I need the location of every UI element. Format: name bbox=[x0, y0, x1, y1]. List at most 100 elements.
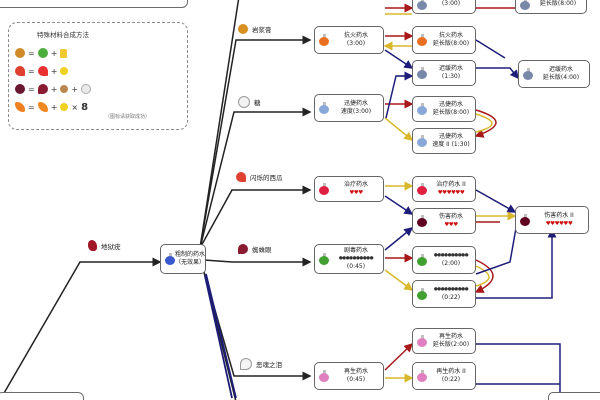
awkward-bottle-icon bbox=[165, 253, 175, 265]
node-fire-resistance[interactable]: 抗火药水(3:00) bbox=[314, 26, 384, 54]
poison-ext-bottle-icon bbox=[417, 254, 427, 266]
fire-bottle-icon bbox=[319, 34, 329, 46]
node-poison-2[interactable]: ●●●●●●●●●●(0:22) bbox=[412, 280, 476, 308]
slowness-bottle-icon bbox=[417, 67, 427, 79]
node-bottom-right bbox=[548, 392, 600, 400]
glistering-melon-icon bbox=[15, 66, 25, 76]
fan-line-sugar bbox=[199, 107, 312, 249]
ingredient-sugar: 糖 bbox=[238, 96, 261, 108]
legend-row-3: = + + bbox=[15, 81, 92, 97]
golden-carrot-icon bbox=[15, 102, 25, 112]
swift-glowstone bbox=[384, 117, 414, 141]
node-swiftness-ext[interactable]: 迅捷药水延长版(8:00) bbox=[412, 96, 476, 122]
poison-bottle-icon bbox=[319, 253, 329, 265]
node-regen-2[interactable]: 再生药水 II(0:22) bbox=[412, 362, 476, 390]
legend-row-4: = + × 8 bbox=[15, 99, 88, 115]
node-healing[interactable]: 治疗药水♥♥♥ bbox=[314, 176, 384, 202]
nether-wart-icon bbox=[88, 240, 97, 251]
fan-line-navy-1 bbox=[204, 275, 233, 399]
top-frame bbox=[0, 0, 188, 8]
node-healing-2[interactable]: 治疗药水 II♥♥♥♥♥♥ bbox=[412, 176, 476, 202]
fermented-spider-eye-icon bbox=[15, 84, 25, 94]
mushroom-icon bbox=[60, 85, 69, 93]
swift-ferment bbox=[385, 71, 414, 119]
node-slowness[interactable]: 迟缓药水(1:30) bbox=[412, 60, 476, 86]
ingredient-spider-eye: 蜘蛛眼 bbox=[238, 244, 272, 254]
swift-loop-yellow bbox=[475, 113, 493, 133]
poison-dots: ●●●●●●●●●● bbox=[338, 256, 374, 261]
node-regen-ext[interactable]: 再生药水延长版(2:00) bbox=[412, 328, 476, 354]
node-swiftness[interactable]: 迅捷药水速度(3:00) bbox=[314, 94, 384, 122]
heal2-ferment bbox=[475, 189, 517, 213]
ingredient-glistering-melon: 闪烁的西瓜 bbox=[236, 172, 283, 182]
node-fire-resistance-ext[interactable]: 抗火药水延长版(8:00) bbox=[412, 26, 476, 54]
spider-eye-icon bbox=[37, 84, 48, 94]
node-slowness-ext[interactable]: 迟缓药水延长版(4:00) bbox=[518, 60, 590, 88]
node-swiftness-2[interactable]: 迅捷药水速度 II (1:30) bbox=[412, 128, 476, 154]
node-harming[interactable]: 伤害药水♥♥♥ bbox=[412, 208, 476, 234]
legend-note: （图标请获取成功） bbox=[105, 114, 151, 120]
swiftness-bottle-icon bbox=[319, 102, 329, 114]
special-ingredients-legend: 特殊材料合成方法 = + = + = + + = + bbox=[8, 22, 188, 130]
magma-cream-icon-2 bbox=[238, 24, 248, 34]
top-a-bottle-icon bbox=[417, 0, 427, 10]
node-harming-2[interactable]: 伤害药水 II♥♥♥♥♥♥ bbox=[515, 206, 589, 234]
node-top-b[interactable]: 延长版(8:00) bbox=[515, 0, 587, 14]
poison-2-bottle-icon bbox=[417, 288, 427, 300]
legend-row-1: = + bbox=[15, 45, 68, 61]
fire-ext-bottle-icon bbox=[417, 34, 427, 46]
regen-bottle-icon bbox=[319, 370, 329, 382]
node-poison-ext[interactable]: ●●●●●●●●●●(2:00) bbox=[412, 246, 476, 274]
top-b-bottle-icon bbox=[520, 0, 530, 10]
multiplier: 8 bbox=[81, 101, 89, 113]
fan-line-top bbox=[199, 0, 240, 249]
regen-ext-bottle-icon bbox=[417, 335, 427, 347]
regen-redstone bbox=[384, 342, 414, 371]
poison-ext-ferment bbox=[475, 227, 517, 275]
glistering-melon-icon-2 bbox=[236, 172, 246, 182]
gold-nugget-icon-2 bbox=[60, 103, 69, 111]
slowness-ext-bottle-icon bbox=[523, 68, 533, 80]
fan-line-navy-2 bbox=[205, 273, 237, 399]
healing-2-bottle-icon bbox=[417, 183, 427, 195]
slimeball-icon bbox=[37, 48, 48, 58]
regen-ferment bbox=[476, 343, 561, 398]
ingredient-magma-cream: 岩浆膏 bbox=[238, 24, 272, 34]
gold-nugget-icon bbox=[60, 67, 69, 75]
node-top-a[interactable]: (3:00) bbox=[412, 0, 476, 14]
poison-2-dots: ●●●●●●●●●● bbox=[433, 287, 469, 292]
node-regen[interactable]: 再生药水(0:45) bbox=[314, 362, 384, 390]
ingredient-ghast-tear: 恶魂之泪 bbox=[240, 358, 282, 370]
poison-loop-red bbox=[474, 259, 494, 293]
legend-title: 特殊材料合成方法 bbox=[37, 31, 89, 39]
poison2-ferment bbox=[476, 228, 557, 299]
sugar-icon bbox=[81, 84, 92, 94]
swiftness-ext-bottle-icon bbox=[417, 103, 427, 115]
node-awkward-potion[interactable]: 粗制的药水 （无效果） bbox=[160, 244, 206, 274]
melon-slice-icon bbox=[37, 66, 48, 76]
swiftness-2-bottle-icon bbox=[417, 135, 427, 147]
ghast-tear-icon bbox=[240, 358, 252, 370]
ingredient-nether-wart: 地狱疣 bbox=[88, 240, 121, 251]
legend-row-2: = + bbox=[15, 63, 69, 79]
poison-glowstone bbox=[384, 269, 414, 291]
node-poison[interactable]: 剧毒药水●●●●●●●●●●(0:45) bbox=[314, 244, 384, 274]
fire-ext-ferment bbox=[475, 39, 506, 59]
fan-line-magma bbox=[199, 35, 312, 249]
fan-line-spider bbox=[203, 257, 312, 267]
wart-to-awkward-line bbox=[0, 257, 162, 400]
blaze-powder-icon bbox=[60, 48, 68, 58]
regen-2-bottle-icon bbox=[417, 370, 427, 382]
carrot-icon bbox=[37, 102, 48, 112]
poison-ext-dots: ●●●●●●●●●● bbox=[433, 253, 469, 258]
healing-bottle-icon bbox=[319, 183, 329, 195]
heal-ferment bbox=[384, 195, 414, 215]
fan-line-melon bbox=[199, 185, 312, 249]
sugar-icon-2 bbox=[238, 96, 250, 108]
magma-cream-icon bbox=[15, 48, 25, 58]
poison-ferment bbox=[384, 227, 414, 251]
harming-2-bottle-icon bbox=[520, 214, 530, 226]
spider-eye-icon-2 bbox=[238, 244, 248, 254]
